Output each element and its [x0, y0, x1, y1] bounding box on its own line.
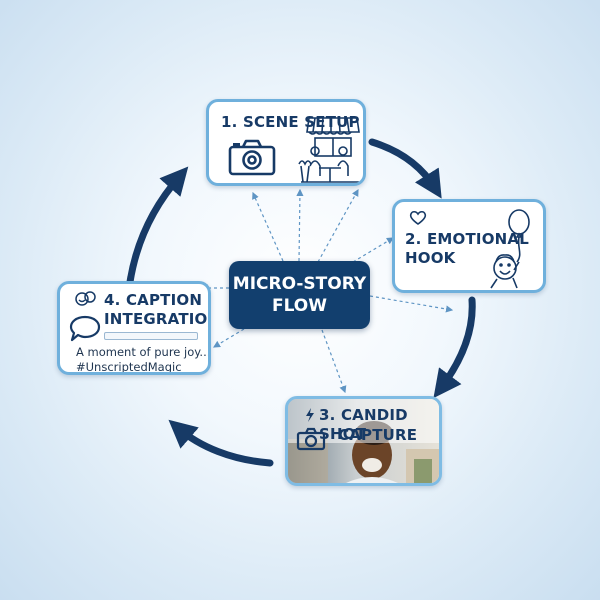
camera-icon — [228, 139, 276, 176]
connector-to-step2b — [369, 295, 454, 313]
step-card-caption-integration: 4. CAPTION INTEGRATION A moment of pure … — [57, 281, 211, 375]
cycle-arrow-1-to-2 — [368, 138, 442, 199]
connector-to-step1 — [252, 191, 284, 262]
center-node: MICRO-STORY FLOW — [229, 261, 370, 329]
caption-text-line2: #UnscriptedMagic — [76, 360, 182, 374]
center-label-line1: MICRO-STORY — [232, 274, 367, 294]
flash-icon — [306, 408, 314, 422]
emoji-icon — [75, 291, 96, 306]
step-title-line1: 4. CAPTION — [104, 291, 203, 309]
step-card-emotional-hook: 2. EMOTIONAL HOOK — [392, 199, 546, 293]
caption-text-line1: A moment of pure joy... — [76, 345, 211, 359]
cycle-arrow-4-to-1 — [126, 166, 189, 286]
step-card-scene-setup: 1. SCENE SETUP — [206, 99, 366, 186]
connector-to-step1b — [296, 188, 304, 262]
center-label-line2: FLOW — [271, 296, 328, 316]
step-title-line1: 2. EMOTIONAL — [405, 230, 529, 248]
connector-to-step1c — [317, 188, 359, 263]
speech-bubble-icon — [69, 315, 101, 342]
step-title-line2: HOOK — [405, 249, 456, 267]
connector-to-step4b — [212, 328, 245, 348]
camera-small-icon — [296, 427, 326, 451]
child-with-balloon-icon — [490, 209, 530, 289]
step-card-candid-shot-capture: 3. CANDID SHOT CAPTURE — [285, 396, 442, 486]
caption-input-field — [104, 332, 198, 340]
heart-icon — [409, 210, 427, 225]
cycle-arrow-3-to-4 — [168, 419, 274, 467]
connector-to-step3 — [321, 329, 347, 394]
cycle-arrow-2-to-3 — [433, 296, 476, 399]
step-title-line1: 3. CANDID SHOT — [319, 406, 408, 443]
connector-to-step2 — [352, 237, 395, 263]
step-title-line2: CAPTURE — [338, 426, 418, 444]
step-title-line2: INTEGRATION — [104, 310, 211, 328]
cafe-scene-icon — [298, 117, 360, 183]
